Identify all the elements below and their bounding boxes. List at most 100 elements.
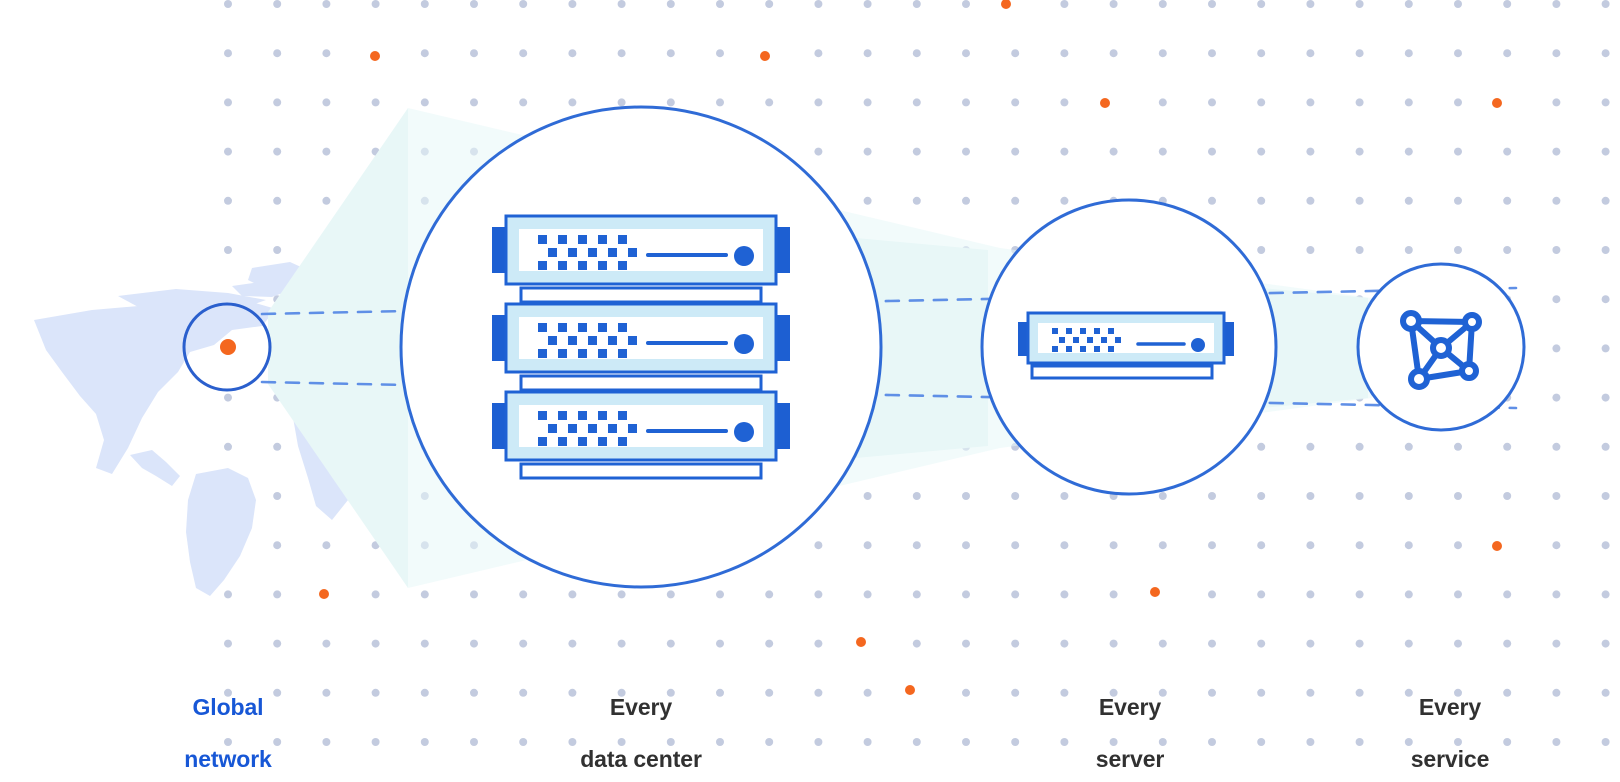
grid-dot [1257, 246, 1266, 254]
grid-dot [912, 590, 921, 599]
grid-dot [1011, 147, 1020, 156]
grid-dot [666, 688, 675, 697]
grid-dot [617, 639, 626, 648]
grid-dot [420, 590, 429, 599]
mesh-node [1400, 310, 1422, 332]
grid-dot [912, 492, 921, 500]
grid-dot [1454, 196, 1462, 205]
grid-dot [420, 98, 429, 107]
server-status-dot [1191, 338, 1205, 352]
grid-dot [617, 738, 626, 746]
grid-dot [1404, 688, 1413, 697]
grid-dot [1355, 688, 1364, 697]
grid-dot [1552, 196, 1561, 205]
grid-dot [716, 49, 724, 58]
grid-dot [1355, 442, 1364, 451]
grid-dot-accent [760, 51, 770, 61]
grid-dot [1060, 196, 1069, 205]
grid-dot [962, 0, 970, 8]
grid-dot [1011, 590, 1020, 599]
grid-dot [1355, 492, 1364, 500]
grid-dot [224, 98, 232, 107]
grid-dot [617, 49, 626, 58]
grid-dot [1306, 98, 1315, 107]
grid-dot [224, 147, 232, 156]
rack-unit-1 [492, 214, 790, 304]
grid-dot [1208, 590, 1216, 599]
grid-dot [1060, 541, 1069, 550]
rack-unit-2 [492, 302, 790, 392]
grid-dot [1158, 639, 1167, 648]
grid-dot [1454, 492, 1462, 500]
grid-dot [519, 688, 528, 697]
grid-dot [273, 196, 282, 205]
grid-dot [224, 442, 232, 451]
grid-dot [519, 98, 528, 107]
grid-dot [470, 98, 478, 107]
grid-dot-accent [319, 589, 329, 599]
grid-dot [1208, 688, 1216, 697]
rack-unit-3 [492, 390, 790, 480]
grid-dot [863, 98, 872, 107]
grid-dot [1109, 688, 1118, 697]
grid-dot [666, 590, 675, 599]
grid-dot [1011, 49, 1020, 58]
grid-dot [1454, 541, 1462, 550]
grid-dot [1257, 196, 1266, 205]
grid-dot [1454, 147, 1462, 156]
grid-dot [1454, 639, 1462, 648]
grid-dot [814, 738, 823, 746]
grid-dot [1208, 541, 1216, 550]
grid-dot [1454, 246, 1462, 254]
grid-dot [1601, 393, 1610, 402]
grid-dot [814, 0, 823, 8]
grid-dot [470, 49, 478, 58]
grid-dot [420, 0, 429, 8]
grid-dot [863, 196, 872, 205]
grid-dot [1601, 639, 1610, 648]
grid-dot [1257, 590, 1266, 599]
grid-dot [1257, 442, 1266, 451]
grid-dot [1208, 147, 1216, 156]
grid-dot [1552, 98, 1561, 107]
grid-dot [962, 147, 970, 156]
grid-dot [1552, 688, 1561, 697]
grid-dot [1552, 246, 1561, 254]
grid-dot [1552, 541, 1561, 550]
grid-dot [765, 738, 774, 746]
grid-dot [1454, 688, 1462, 697]
grid-dot [765, 590, 774, 599]
dash-line-top [260, 286, 1518, 316]
grid-dot [1158, 738, 1167, 746]
mesh-node-center [1430, 337, 1452, 359]
mesh-node [1462, 312, 1482, 332]
grid-dot [1404, 196, 1413, 205]
grid-dot [1158, 49, 1167, 58]
grid-dot-accent [1100, 98, 1110, 108]
grid-dot-accent [905, 685, 915, 695]
grid-dot [1060, 738, 1069, 746]
grid-dot [863, 49, 872, 58]
grid-dot [371, 688, 380, 697]
grid-dot [1355, 98, 1364, 107]
rack-base [519, 462, 763, 480]
grid-dot [1552, 492, 1561, 500]
grid-dot [863, 590, 872, 599]
grid-dot [371, 590, 380, 599]
grid-dot [1355, 738, 1364, 746]
grid-dot [224, 393, 232, 402]
grid-dot [1404, 492, 1413, 500]
grid-dot [814, 541, 823, 550]
grid-dot [912, 49, 921, 58]
grid-dot [568, 639, 577, 648]
grid-dot [1454, 98, 1462, 107]
grid-dot [1601, 442, 1610, 451]
grid-dot [912, 541, 921, 550]
grid-dot [1552, 738, 1561, 746]
server-rack [492, 214, 790, 480]
grid-dot [1503, 147, 1512, 156]
grid-dot [273, 738, 282, 746]
grid-dot [273, 98, 282, 107]
grid-dot [1552, 295, 1561, 304]
